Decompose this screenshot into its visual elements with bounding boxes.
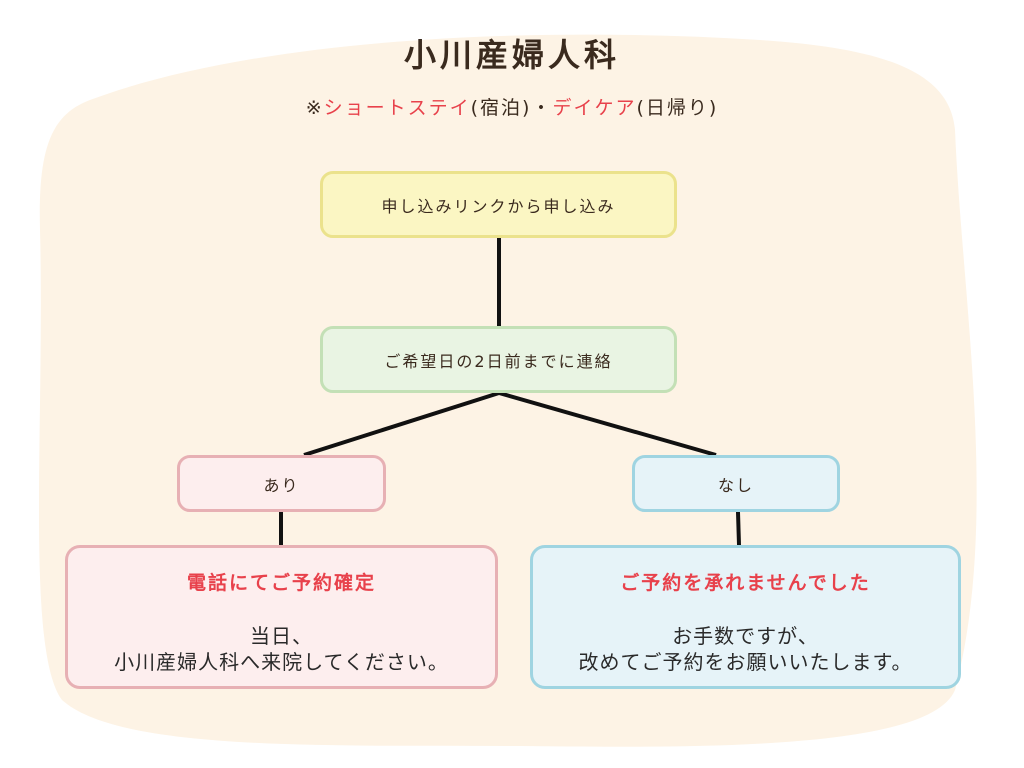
subtitle-day-care-note: (日帰り) [636, 97, 719, 119]
connector-step2-no [498, 391, 717, 457]
branch-no: なし [632, 455, 840, 512]
result-confirmed: 電話にてご予約確定 当日、 小川産婦人科へ来院してください。 [65, 545, 498, 689]
branch-no-label: なし [717, 475, 754, 495]
branch-yes-label: あり [263, 475, 300, 495]
result-confirmed-line1: 当日、 [250, 624, 313, 648]
subtitle: ※ショートステイ(宿泊)・デイケア(日帰り) [0, 93, 1024, 120]
subtitle-short-stay: ショートステイ [323, 97, 471, 119]
result-declined-line2: 改めてご予約をお願いいたします。 [578, 650, 913, 674]
result-declined-title: ご予約を承れませんでした [620, 572, 871, 594]
result-confirmed-line2: 小川産婦人科へ来院してください。 [114, 650, 449, 674]
step-apply: 申し込みリンクから申し込み [320, 171, 677, 238]
page-title: 小川産婦人科 [403, 36, 620, 74]
step-contact: ご希望日の2日前までに連絡 [320, 326, 677, 393]
connector-step2-yes [303, 391, 500, 457]
step-contact-label: ご希望日の2日前までに連絡 [384, 351, 613, 371]
subtitle-prefix: ※ [305, 97, 324, 119]
step-apply-label: 申し込みリンクから申し込み [381, 196, 616, 216]
branch-yes: あり [177, 455, 386, 512]
result-declined-line1: お手数ですが、 [672, 624, 819, 648]
subtitle-day-care: デイケア [552, 97, 637, 119]
connector-no-result [736, 511, 741, 546]
subtitle-short-stay-note: (宿泊)・ [470, 97, 553, 119]
result-confirmed-title: 電話にてご予約確定 [186, 572, 376, 594]
result-declined: ご予約を承れませんでした お手数ですが、 改めてご予約をお願いいたします。 [530, 545, 961, 689]
